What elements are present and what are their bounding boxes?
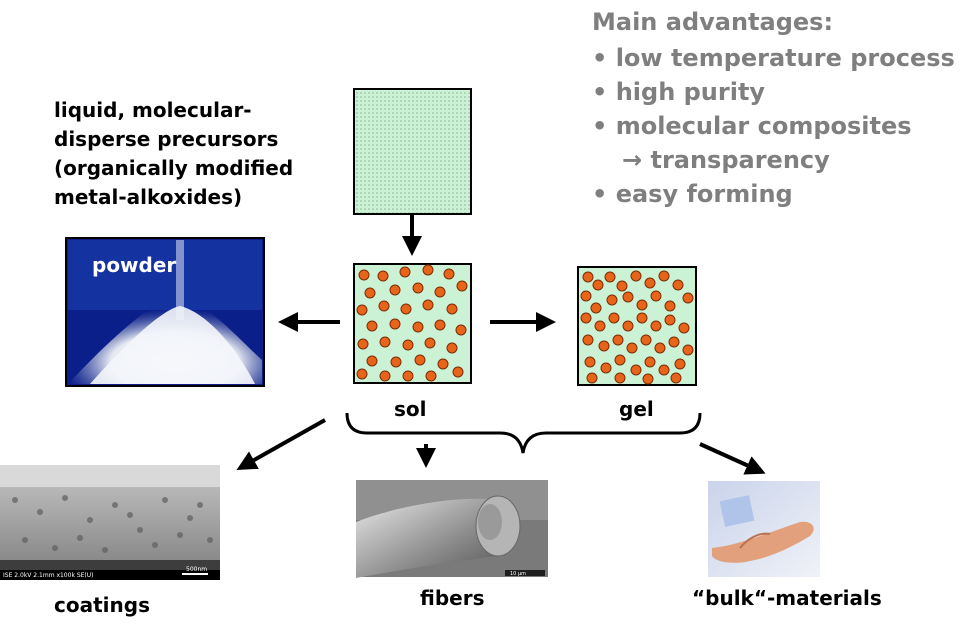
coatings-image: [0, 465, 220, 580]
coatings-label: coatings: [54, 593, 150, 617]
powder-label: powder: [92, 253, 176, 277]
curly-brace: [345, 412, 702, 454]
advantage-item: • high purity: [592, 78, 766, 106]
sol-particles: [356, 264, 468, 382]
sol-label: sol: [394, 397, 427, 421]
precursor-line: liquid, molecular-: [54, 98, 252, 122]
arrow-to-bulk: [699, 442, 766, 475]
advantage-item: • easy forming: [592, 180, 793, 208]
bulk-label: “bulk“-materials: [692, 586, 882, 610]
precursor-line: disperse precursors: [54, 127, 279, 151]
precursor-line: metal-alkoxides): [54, 185, 243, 209]
gel-particles: [580, 270, 694, 385]
advantage-item: • low temperature process: [592, 44, 955, 72]
coatings-scale-text: 500nm: [186, 566, 207, 573]
powder-photo: [65, 237, 265, 387]
bulk-photo: [708, 481, 820, 577]
coatings-scalebar-text: ISE 2.0kV 2.1mm x100k SE(U): [3, 572, 94, 579]
precursor-box: [353, 88, 472, 215]
advantages-title: Main advantages:: [592, 8, 834, 36]
fibers-image: [356, 480, 548, 578]
precursor-text: liquid, molecular- disperse precursors (…: [54, 96, 293, 212]
fibers-scale-text: 10 µm: [510, 571, 526, 577]
precursor-line: (organically modified: [54, 156, 294, 180]
fibers-label: fibers: [420, 586, 485, 610]
gel-label: gel: [619, 397, 654, 421]
advantage-item: • molecular composites: [592, 112, 912, 140]
advantage-item: → transparency: [622, 146, 830, 174]
arrow-to-coatings: [236, 418, 326, 470]
